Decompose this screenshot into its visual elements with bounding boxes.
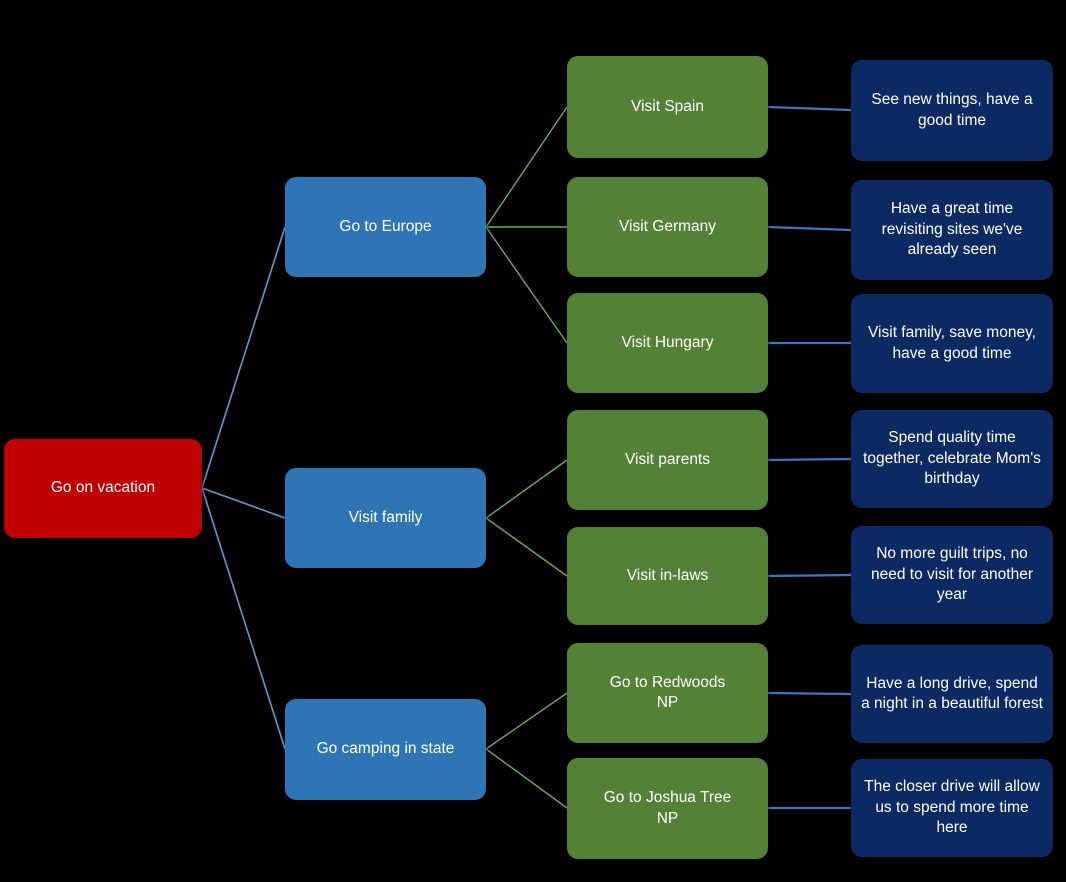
edge-germany-outcome: [767, 225, 852, 232]
option-node-visit-germany: Visit Germany: [567, 177, 768, 277]
outcome-node-label: The closer drive will allow us to spend …: [864, 778, 1040, 837]
outcome-node-visit-parents: Spend quality time together, celebrate M…: [851, 410, 1053, 508]
edge-family-visit-inlaws: [485, 517, 568, 577]
edge-spain-outcome: [767, 105, 852, 112]
edge-parents-outcome: [767, 457, 852, 462]
branch-node-label: Visit family: [348, 508, 423, 526]
branch-node-label: Go camping in state: [316, 740, 455, 758]
option-node-label: Visit Hungary: [621, 333, 714, 351]
outcome-node-visit-hungary: Visit family, save money, have a good ti…: [851, 294, 1053, 393]
option-node-visit-parents: Visit parents: [567, 410, 768, 510]
edge-redwoods-outcome: [767, 691, 852, 696]
branch-node-visit-family: Visit family: [285, 468, 486, 568]
outcome-node-label: Visit family, save money, have a good ti…: [868, 324, 1036, 362]
option-node-visit-hungary: Visit Hungary: [567, 293, 768, 393]
outcome-node-label: See new things, have a good time: [871, 91, 1033, 129]
outcome-node-label: Spend quality time together, celebrate M…: [863, 429, 1041, 488]
branch-node-go-to-europe: Go to Europe: [285, 177, 486, 277]
edge-inlaws-outcome: [767, 573, 852, 578]
outcome-node-visit-in-laws: No more guilt trips, no need to visit fo…: [851, 526, 1053, 624]
outcome-node-label: Have a great time revisiting sites we've…: [881, 200, 1023, 259]
root-node-label: Go on vacation: [50, 479, 156, 497]
option-node-label: Go to Joshua Tree NP: [603, 789, 732, 827]
outcome-node-label: Have a long drive, spend a night in a be…: [861, 674, 1043, 712]
option-node-go-to-redwoods-np: Go to Redwoods NP: [567, 643, 768, 743]
edge-camping-redwoods: [485, 692, 568, 750]
edge-root-visit-family: [201, 487, 286, 519]
edge-root-go-camping: [201, 487, 286, 750]
option-node-label: Visit in-laws: [626, 566, 709, 584]
outcome-node-joshua-tree-np: The closer drive will allow us to spend …: [851, 759, 1053, 857]
outcome-node-label: No more guilt trips, no need to visit fo…: [871, 545, 1033, 604]
outcome-node-visit-spain: See new things, have a good time: [851, 60, 1053, 161]
edge-family-visit-parents: [485, 459, 568, 519]
option-node-label: Go to Redwoods NP: [609, 673, 726, 711]
edge-europe-visit-hungary: [485, 226, 568, 344]
edge-root-go-to-europe: [201, 226, 286, 489]
option-node-label: Visit Germany: [618, 217, 717, 235]
outcome-node-redwoods-np: Have a long drive, spend a night in a be…: [851, 645, 1053, 743]
option-node-label: Visit parents: [624, 450, 710, 468]
edge-europe-visit-spain: [485, 106, 568, 228]
branch-node-label: Go to Europe: [339, 217, 432, 235]
option-node-go-to-joshua-tree-np: Go to Joshua Tree NP: [567, 758, 768, 859]
root-node-go-on-vacation: Go on vacation: [4, 439, 202, 538]
option-node-visit-in-laws: Visit in-laws: [567, 527, 768, 625]
outcome-node-visit-germany: Have a great time revisiting sites we've…: [851, 180, 1053, 280]
option-node-label: Visit Spain: [631, 97, 704, 115]
branch-node-go-camping-in-state: Go camping in state: [285, 699, 486, 800]
option-node-visit-spain: Visit Spain: [567, 56, 768, 158]
edge-camping-joshua-tree: [485, 748, 568, 809]
